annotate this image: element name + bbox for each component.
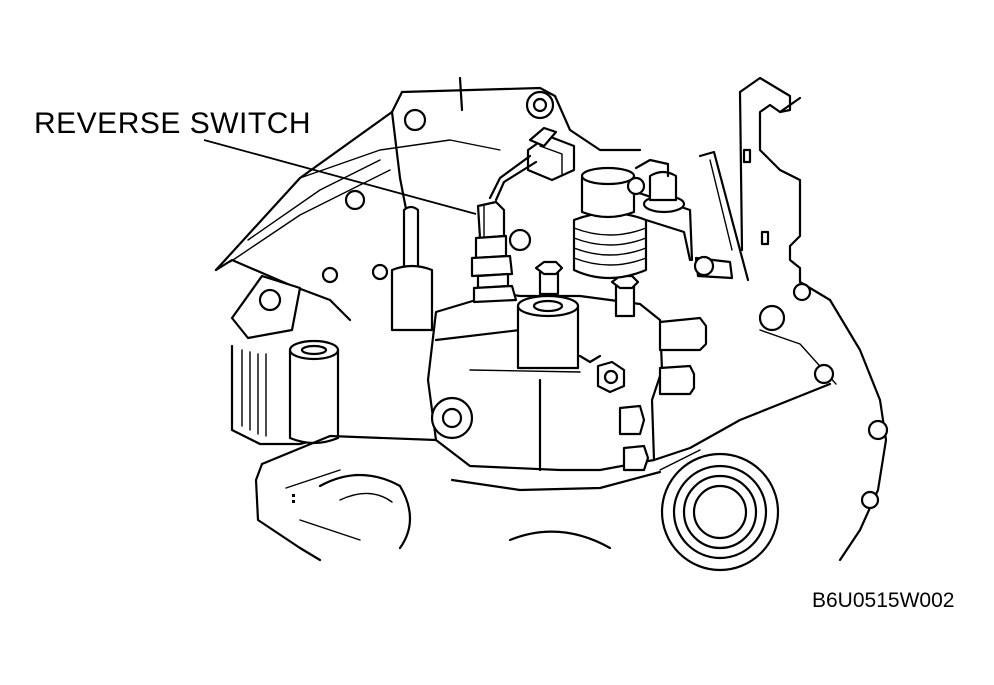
callout-leader-line <box>203 139 477 215</box>
figure-code: B6U0515W002 <box>812 589 955 612</box>
upper-housing <box>214 76 642 340</box>
center-body <box>426 260 708 472</box>
bellows-assembly <box>572 158 734 280</box>
reverse-switch-part <box>470 126 576 304</box>
lower-housing <box>254 280 889 572</box>
right-bracket <box>698 76 802 284</box>
reverse-switch-label: REVERSE SWITCH <box>34 107 312 140</box>
left-cylinder <box>230 339 340 446</box>
